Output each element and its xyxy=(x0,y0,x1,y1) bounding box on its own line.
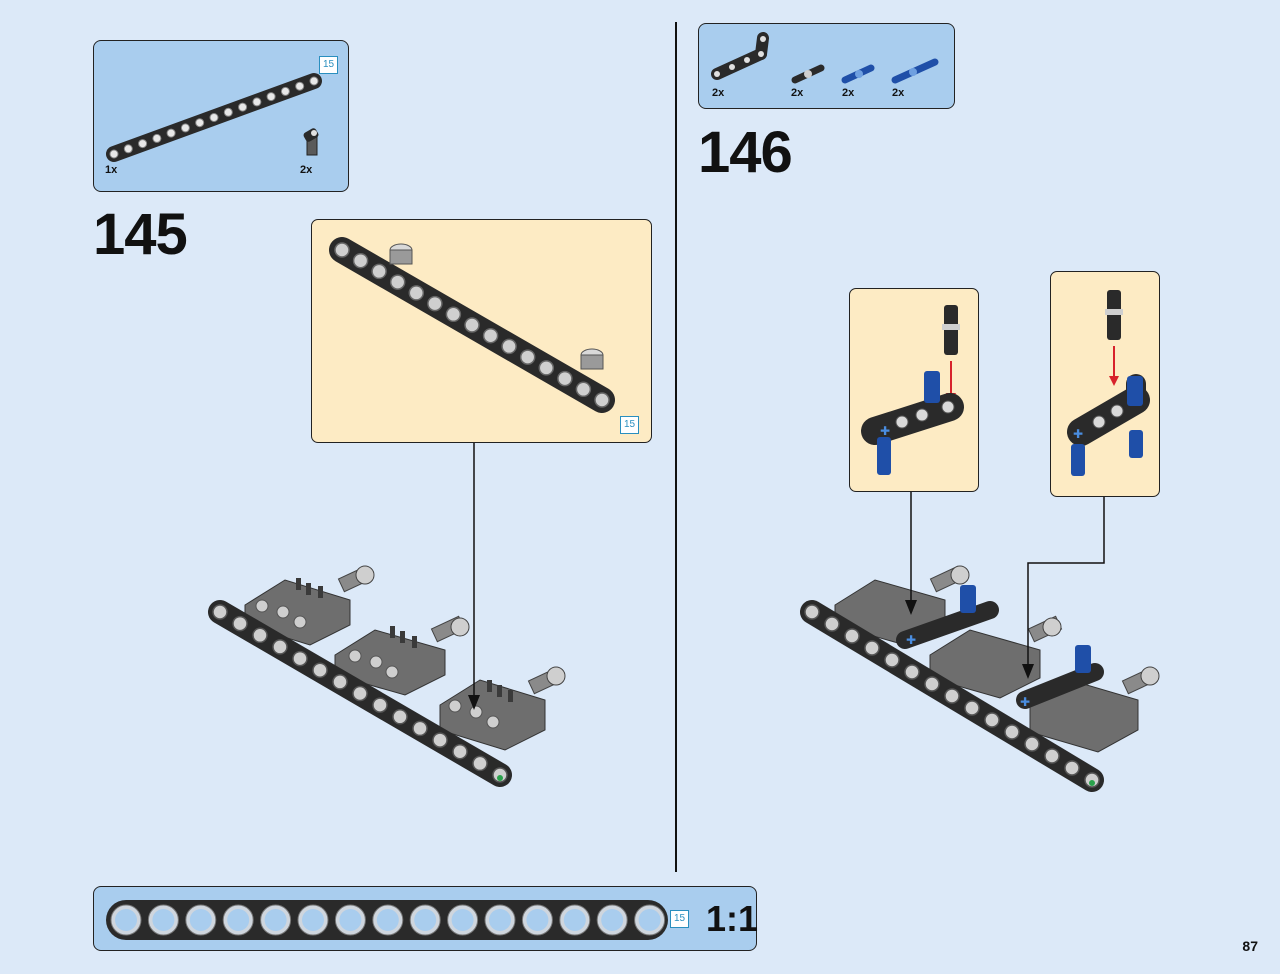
svg-text:✚: ✚ xyxy=(906,633,916,647)
ruler-hole-inner xyxy=(489,909,511,931)
step-146-l-beams: ✚ ✚ xyxy=(896,585,1104,709)
step-145-parts-art xyxy=(106,73,322,162)
step-146-detail-left-art: ✚ xyxy=(861,305,964,475)
step-146-parts-art xyxy=(711,32,939,84)
svg-text:✚: ✚ xyxy=(1073,427,1083,441)
ruler-hole-inner xyxy=(189,909,212,931)
step-145-gray-blocks xyxy=(244,565,566,751)
ruler-hole-inner xyxy=(638,909,661,931)
black-pin-connector-icon xyxy=(303,128,319,156)
step-146-detail-callout-right: ✚ xyxy=(1050,271,1160,497)
step-145-number: 145 xyxy=(93,202,188,267)
step-146-qty-friction-pin: 2x xyxy=(791,87,804,99)
ruler-hole-inner xyxy=(451,909,474,931)
svg-text:✚: ✚ xyxy=(1020,695,1030,709)
step-145-long-beam xyxy=(208,600,512,787)
step-145-placement-arrow xyxy=(468,443,480,710)
step-145-parts-box: 15 1x 2x xyxy=(93,40,349,192)
black-15-hole-beam-icon xyxy=(106,73,322,162)
step-145-detail-callout: 15 xyxy=(311,219,652,443)
ruler-hole-inner xyxy=(601,909,624,931)
ruler-scale-label: 1:1 xyxy=(706,898,759,939)
ruler-hole-inner xyxy=(376,909,399,931)
ruler-hole-inner xyxy=(414,909,437,931)
step-145-qty-connector: 2x xyxy=(300,164,313,176)
blue-axle-pin-icon xyxy=(841,64,875,84)
ruler-hole-inner xyxy=(152,909,175,931)
ruler-hole-inner xyxy=(115,909,137,931)
step-146-parts-box: 2x 2x 2x 2x xyxy=(698,23,955,109)
step-146-detail-right-art: ✚ xyxy=(1067,290,1150,476)
black-friction-pin-icon xyxy=(791,64,825,84)
step-146-qty-long-pin: 2x xyxy=(892,87,905,99)
page-divider xyxy=(675,22,677,872)
step-145-qty-beam: 1x xyxy=(105,164,118,176)
black-l-beam-icon xyxy=(711,32,769,80)
ruler-beam-art xyxy=(106,900,668,940)
step-146-number: 146 xyxy=(698,120,793,185)
ruler-hole-inner xyxy=(302,909,324,931)
ruler-hole-inner xyxy=(526,909,549,931)
step-145-detail-art xyxy=(329,237,615,413)
step-145-beam-length-tag: 15 xyxy=(319,56,338,74)
step-146-qty-l-beam: 2x xyxy=(712,87,725,99)
step-146-long-beam xyxy=(800,600,1104,792)
ruler-hole-inner xyxy=(563,909,586,931)
ruler-length-tag: 15 xyxy=(670,910,689,928)
ruler-hole-inner xyxy=(227,909,250,931)
ruler-hole-inner xyxy=(264,909,287,931)
svg-text:✚: ✚ xyxy=(880,424,890,438)
step-146-placement-arrows xyxy=(905,492,1105,679)
step-146-qty-axle-pin: 2x xyxy=(842,87,855,99)
blue-long-pin-icon xyxy=(891,58,939,84)
ruler-hole-inner xyxy=(339,909,362,931)
length-ruler: 15 1:1 xyxy=(93,886,759,951)
page-number: 87 xyxy=(1242,938,1258,954)
step-145-detail-length-tag: 15 xyxy=(620,416,639,434)
step-146-detail-callout-left: ✚ xyxy=(849,288,979,492)
